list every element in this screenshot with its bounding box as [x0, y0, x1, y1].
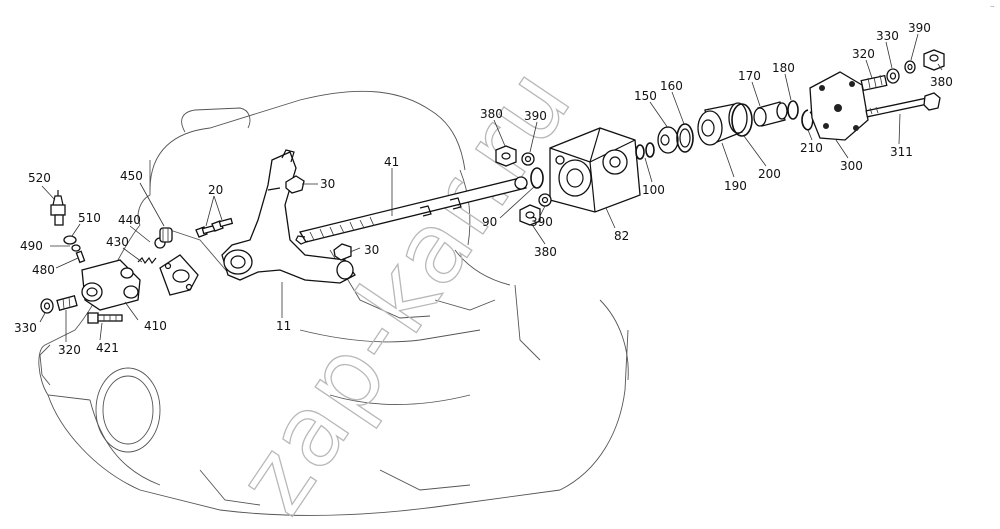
label-41: 41 — [384, 155, 399, 169]
o-ring-100 — [635, 142, 655, 160]
label-380-upper: 380 — [480, 107, 503, 121]
label-180: 180 — [772, 61, 795, 75]
bolt-421 — [87, 312, 123, 324]
bolt-30-lower — [333, 243, 352, 261]
label-421: 421 — [96, 341, 119, 355]
label-90: 90 — [482, 215, 497, 229]
label-390-upper: 390 — [524, 109, 547, 123]
cylinder-housing-82 — [549, 127, 641, 213]
label-200: 200 — [758, 167, 781, 181]
label-311: 311 — [890, 145, 913, 159]
washer-390-right — [904, 60, 916, 74]
gasket-plate — [159, 254, 199, 296]
label-82: 82 — [614, 229, 629, 243]
spring-430 — [137, 256, 157, 265]
label-210: 210 — [800, 141, 823, 155]
end-cover-300 — [809, 71, 869, 141]
label-11: 11 — [276, 319, 291, 333]
label-520: 520 — [28, 171, 51, 185]
part-number-labels: 520 510 490 480 450 440 430 410 330 320 … — [14, 21, 953, 357]
label-450: 450 — [120, 169, 143, 183]
label-30-upper: 30 — [320, 177, 335, 191]
seal-200 — [731, 103, 753, 137]
label-440: 440 — [118, 213, 141, 227]
piston-190 — [697, 102, 748, 146]
nut-380-lower — [519, 204, 541, 226]
label-480: 480 — [32, 263, 55, 277]
circlip-90 — [530, 167, 544, 189]
label-380-right: 380 — [930, 75, 953, 89]
corner-mark: … — [990, 2, 994, 9]
label-100: 100 — [642, 183, 665, 197]
label-330-left: 330 — [14, 321, 37, 335]
piston-150 — [657, 126, 679, 154]
seal-490 — [71, 244, 81, 252]
sensor-520 — [50, 190, 66, 226]
bolts-20 — [195, 217, 234, 238]
plug-450 — [159, 227, 173, 243]
switch-housing-410 — [81, 259, 141, 311]
nut-380-right — [923, 49, 945, 71]
washer-330-right — [886, 68, 900, 84]
stud-320-right — [860, 74, 888, 92]
label-490: 490 — [20, 239, 43, 253]
label-20: 20 — [208, 183, 223, 197]
label-190: 190 — [724, 179, 747, 193]
label-170: 170 — [738, 69, 761, 83]
label-320-right: 320 — [852, 47, 875, 61]
washer-330-left — [40, 298, 54, 314]
label-300: 300 — [840, 159, 863, 173]
label-320-left: 320 — [58, 343, 81, 357]
washer-390-lower — [538, 193, 552, 207]
nut-380-upper — [495, 145, 517, 167]
label-150: 150 — [634, 89, 657, 103]
shift-fork-11 — [221, 149, 356, 284]
gearbox-housing-outline — [38, 90, 629, 516]
label-380-lower: 380 — [534, 245, 557, 259]
washer-390-upper — [521, 152, 535, 166]
pin-480 — [75, 250, 86, 264]
label-390-right: 390 — [908, 21, 931, 35]
seal-160 — [676, 123, 694, 153]
bolt-30-upper — [285, 175, 305, 194]
label-160: 160 — [660, 79, 683, 93]
stud-320-left — [56, 295, 78, 311]
ring-180 — [787, 100, 799, 120]
label-390-lower: 390 — [530, 215, 553, 229]
leader-lines — [39, 33, 943, 342]
shift-rod-41 — [295, 176, 528, 245]
label-410: 410 — [144, 319, 167, 333]
seal-ring-510 — [63, 235, 77, 245]
label-430: 430 — [106, 235, 129, 249]
long-bolt-311 — [865, 92, 941, 118]
sleeve-170 — [753, 101, 788, 127]
label-330-right: 330 — [876, 29, 899, 43]
label-30-lower: 30 — [364, 243, 379, 257]
label-510: 510 — [78, 211, 101, 225]
